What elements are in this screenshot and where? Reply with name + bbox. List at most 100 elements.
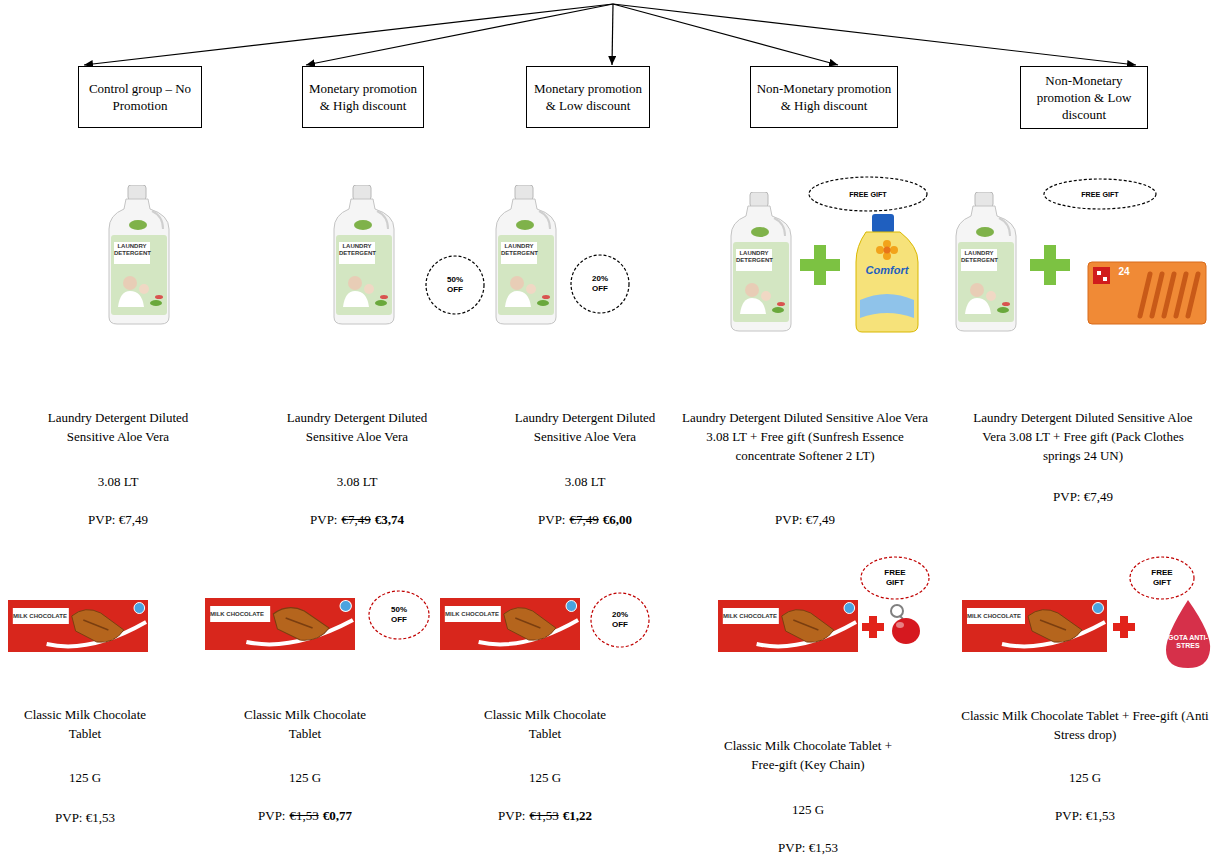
package-text: MILK CHOCOLATE [445, 606, 501, 622]
softener-cap [872, 214, 894, 233]
price-part: PVP: [258, 808, 285, 823]
product-text: 125 G [25, 768, 145, 787]
dashed-ellipse [1130, 557, 1194, 599]
price-part: €1,53 [289, 808, 318, 823]
dashed-ellipse [369, 591, 429, 639]
plus-bar [814, 245, 826, 285]
softener-wave [860, 294, 914, 318]
flower-center [884, 247, 891, 254]
price-part: €1,22 [563, 808, 592, 823]
package-text: LAUNDRY DETERGENT [114, 243, 150, 257]
price-line: PVP:€7,49€6,00 [485, 510, 685, 529]
badge-label: 50% OFF [386, 605, 412, 625]
plus-bar [1044, 245, 1056, 285]
promo-badge: 20% OFF [570, 254, 630, 314]
fan-arrows [84, 4, 1136, 65]
chocolate-bar [8, 600, 148, 652]
price-line: PVP: €1,53 €0,77 [205, 806, 405, 825]
detergent-bottle [956, 192, 1016, 331]
condition-box: Non-Monetary promotion & Low discount [1020, 66, 1148, 129]
red-plus [862, 616, 884, 638]
promo-badge: 20% OFF [590, 592, 650, 648]
price-part: €1,53 [529, 808, 558, 823]
plus-bar [1120, 616, 1128, 638]
key-ring [891, 605, 903, 617]
product-text: Classic Milk Chocolate Tablet [10, 705, 160, 743]
condition-box: Control group – No Promotion [78, 66, 202, 128]
sun-flower [876, 240, 898, 260]
product-text: PVP: €7,49 [48, 510, 188, 529]
dashed-ellipse [571, 255, 629, 313]
package-text: GOTA ANTI-STRES [1168, 634, 1208, 650]
arrow-line [306, 4, 613, 65]
dashed-ellipse [1044, 179, 1156, 209]
promo-badge: FREE GIFT [860, 556, 930, 600]
dashed-ellipse [861, 557, 929, 599]
badge-label: 20% OFF [587, 274, 613, 294]
dashed-ellipse [809, 177, 927, 211]
pegs [1140, 274, 1198, 316]
clothes-pegs-pack [1088, 262, 1206, 324]
product-text: PVP: €7,49 [735, 510, 875, 529]
promo-badge: FREE GIFT [1043, 178, 1157, 210]
price-part: €0,77 [323, 808, 352, 823]
product-text: 3.08 LT [58, 472, 178, 491]
package-text: MILK CHOCOLATE [13, 608, 69, 624]
petal [876, 246, 884, 254]
chocolate-bar [440, 598, 580, 650]
product-text: Laundry Detergent Diluted Sensitive Aloe… [498, 408, 673, 446]
green-plus [800, 245, 840, 285]
badge-label: 20% OFF [607, 610, 633, 630]
product-text: PVP: €1,53 [15, 808, 155, 827]
arrow-line [612, 4, 613, 65]
package-text: MILK CHOCOLATE [967, 608, 1025, 624]
brand-mark [1097, 271, 1101, 275]
package-text: LAUNDRY DETERGENT [339, 243, 375, 257]
product-text: 125 G [485, 768, 605, 787]
promo-badge: FREE GIFT [808, 176, 928, 212]
anti-stress-drop [1166, 600, 1210, 668]
softener-bottle [856, 214, 918, 332]
box-label: Non-Monetary promotion & High discount [755, 80, 893, 114]
product-text: Laundry Detergent Diluted Sensitive Aloe… [964, 408, 1202, 465]
product-text: PVP: €7,49 [1013, 487, 1153, 506]
product-text: Laundry Detergent Diluted Sensitive Aloe… [31, 408, 206, 446]
arrow-line [613, 4, 1136, 65]
chocolate-bar [718, 600, 858, 652]
product-text: Classic Milk Chocolate Tablet [230, 705, 380, 743]
price-part: €6,00 [603, 512, 632, 527]
package-text: LAUNDRY DETERGENT [501, 243, 537, 257]
package-text: LAUNDRY DETERGENT [961, 250, 997, 264]
product-text: 125 G [748, 800, 868, 819]
peg [1188, 274, 1198, 316]
key-ball [892, 618, 920, 644]
badge-label: FREE GIFT [882, 568, 908, 588]
product-text: 125 G [245, 768, 365, 787]
arrow-line [613, 4, 838, 65]
pack [1088, 262, 1206, 324]
product-text: 3.08 LT [297, 472, 417, 491]
brand-square [1093, 267, 1110, 284]
promo-badge: 50% OFF [368, 590, 430, 640]
key-chain [891, 605, 920, 644]
price-line: PVP:€1,53€1,22 [445, 806, 645, 825]
chocolate-bar [205, 598, 355, 650]
product-text: Classic Milk Chocolate Tablet + Free-gif… [960, 706, 1210, 744]
detergent-bottle [334, 185, 394, 324]
box-label: Monetary promotion & High discount [307, 80, 419, 114]
petal [890, 246, 898, 254]
product-text: PVP: €1,53 [738, 838, 878, 857]
promo-badge: 50% OFF [425, 255, 485, 315]
product-text: Classic Milk Chocolate Tablet [470, 705, 620, 743]
box-label: Control group – No Promotion [83, 80, 197, 114]
product-text: 3.08 LT [525, 472, 645, 491]
peg [1176, 274, 1186, 316]
arrow-line [84, 4, 613, 65]
condition-box: Non-Monetary promotion & High discount [750, 66, 898, 128]
price-part: PVP: [538, 512, 565, 527]
price-line: PVP:€7,49€3,74 [257, 510, 457, 529]
package-text: Comfort [858, 264, 916, 277]
softener-body [856, 232, 918, 332]
product-text: Laundry Detergent Diluted Sensitive Aloe… [270, 408, 445, 446]
package-text: MILK CHOCOLATE [210, 606, 270, 622]
